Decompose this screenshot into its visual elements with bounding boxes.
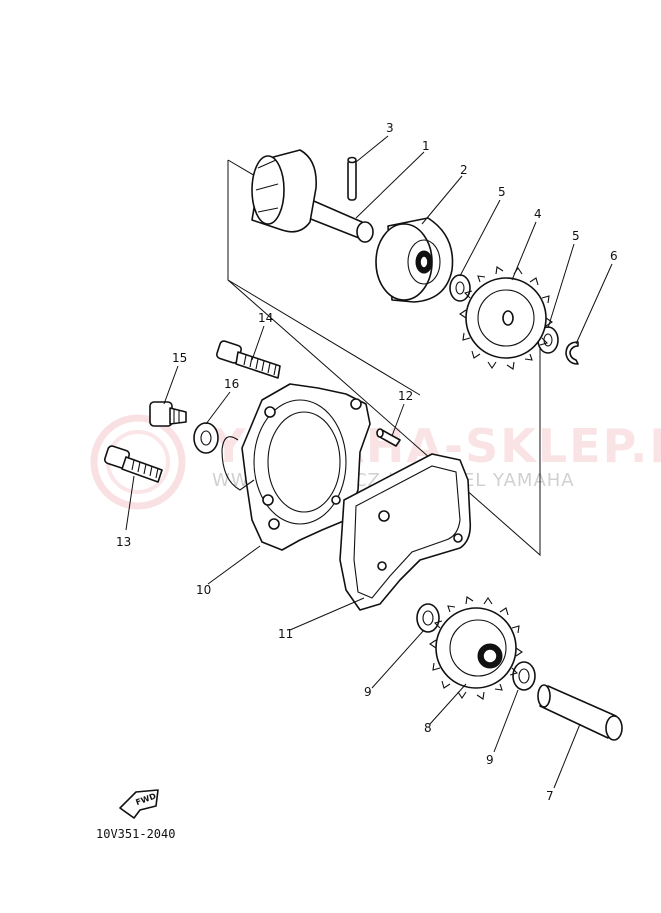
callout-5a: 5 — [498, 185, 506, 199]
impeller-shaft — [251, 149, 374, 243]
callout-13: 13 — [116, 535, 131, 549]
fwd-arrow-icon: FWD — [119, 789, 159, 819]
watermark-logo-ring — [90, 414, 186, 510]
callout-6: 6 — [610, 249, 618, 263]
callouts: 3 1 2 5 4 5 6 14 15 16 12 13 10 11 9 8 9… — [116, 121, 618, 803]
group-frame-link — [227, 279, 421, 396]
callout-9a: 9 — [364, 685, 372, 699]
callout-4: 4 — [534, 207, 542, 221]
dowel-pin — [376, 428, 401, 447]
bolt-lower — [103, 445, 163, 483]
circlip — [565, 341, 579, 365]
callout-9b: 9 — [486, 753, 494, 767]
callout-15: 15 — [172, 351, 187, 365]
gasket — [339, 453, 472, 611]
washer-lower-2 — [512, 661, 536, 691]
washer-lower-1-hole — [422, 610, 434, 626]
washer-upper-hole — [455, 281, 465, 295]
callout-3: 3 — [386, 121, 394, 135]
group-frame-upper — [227, 160, 541, 557]
plug-washer-hole — [200, 430, 212, 446]
drive-gear — [429, 596, 523, 700]
callout-16: 16 — [224, 377, 239, 391]
pump-housing — [221, 383, 371, 551]
washer-lower-2-hole — [518, 668, 530, 684]
bolt-upper — [215, 340, 281, 379]
leader-lines — [125, 135, 613, 789]
callout-1: 1 — [422, 139, 430, 153]
pin — [347, 156, 357, 201]
bearing — [375, 217, 454, 303]
callout-7: 7 — [546, 789, 554, 803]
callout-12: 12 — [398, 389, 413, 403]
plug-washer — [193, 422, 219, 454]
drawing-code: 10V351-2040 — [96, 827, 175, 841]
callout-11: 11 — [278, 627, 293, 641]
impeller-gear — [459, 266, 553, 370]
gear-shaft — [537, 684, 623, 741]
callout-8: 8 — [424, 721, 432, 735]
callout-14: 14 — [258, 311, 273, 325]
callout-2: 2 — [460, 163, 468, 177]
callout-10: 10 — [196, 583, 211, 597]
washer-lower-1 — [416, 603, 440, 633]
washer-upper — [449, 274, 471, 302]
drain-plug — [149, 401, 187, 427]
callout-5b: 5 — [572, 229, 580, 243]
